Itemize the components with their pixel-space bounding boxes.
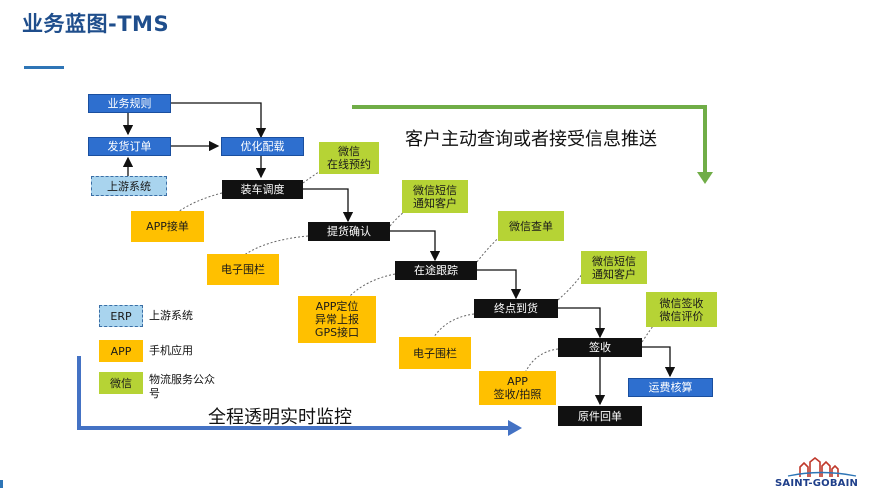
arrow-arrival-to-sign (558, 307, 606, 339)
legend-app-swatch: APP (99, 340, 143, 362)
callout-e-fence-1: 电子围栏 (207, 254, 279, 285)
legend-erp-swatch: ERP (99, 305, 143, 327)
legend-wechat-label: 物流服务公众 号 (149, 373, 215, 400)
page-marker (0, 480, 3, 488)
legend-erp-label: 上游系统 (149, 309, 193, 322)
blue-monitor-arrow (77, 356, 508, 430)
callout-wechat-notify-1: 微信短信 通知客户 (402, 180, 468, 213)
title-underline (24, 66, 64, 69)
legend-app-label: 手机应用 (149, 344, 193, 357)
banner-realtime-monitor: 全程透明实时监控 (208, 407, 352, 428)
green-push-arrow (352, 105, 707, 172)
node-sign-for: 签收 (558, 338, 642, 357)
legend-wechat-swatch: 微信 (99, 372, 143, 394)
node-business-rules: 业务规则 (88, 94, 171, 113)
callout-e-fence-2: 电子围栏 (399, 337, 471, 369)
page-title: 业务蓝图-TMS (22, 12, 170, 36)
node-optimize-loading: 优化配载 (221, 137, 304, 156)
callout-wechat-booking: 微信 在线预约 (319, 142, 379, 174)
callout-app-sign-photo: APP 签收/拍照 (479, 371, 556, 405)
saint-gobain-logo-icon (787, 457, 857, 477)
node-freight-calc: 运费核算 (628, 378, 713, 397)
arrow-sign-to-freight (642, 346, 676, 378)
node-shipping-order: 发货订单 (88, 137, 171, 156)
banner-customer-query: 客户主动查询或者接受信息推送 (405, 129, 657, 150)
node-in-transit: 在途跟踪 (395, 261, 477, 280)
arrow-transit-to-arrival (477, 269, 522, 300)
node-dispatch: 装车调度 (222, 180, 303, 199)
node-original-receipt: 原件回单 (558, 406, 642, 426)
node-upstream-system: 上游系统 (91, 176, 167, 196)
node-destination-arrival: 终点到货 (474, 299, 558, 318)
node-pickup-confirm: 提货确认 (308, 222, 390, 241)
callout-app-accept: APP接单 (131, 211, 204, 242)
arrow-rules-to-optimize (171, 102, 267, 139)
callout-wechat-notify-2: 微信短信 通知客户 (581, 251, 647, 284)
arrow-dispatch-to-pickup (303, 188, 354, 223)
logo-wordmark: SAINT-GOBAIN (775, 478, 859, 489)
callout-wechat-query: 微信查单 (498, 211, 564, 241)
arrow-pickup-to-transit (390, 230, 441, 262)
callout-wechat-sign-eval: 微信签收 微信评价 (646, 292, 717, 327)
callout-app-locate: APP定位 异常上报 GPS接口 (298, 296, 376, 343)
